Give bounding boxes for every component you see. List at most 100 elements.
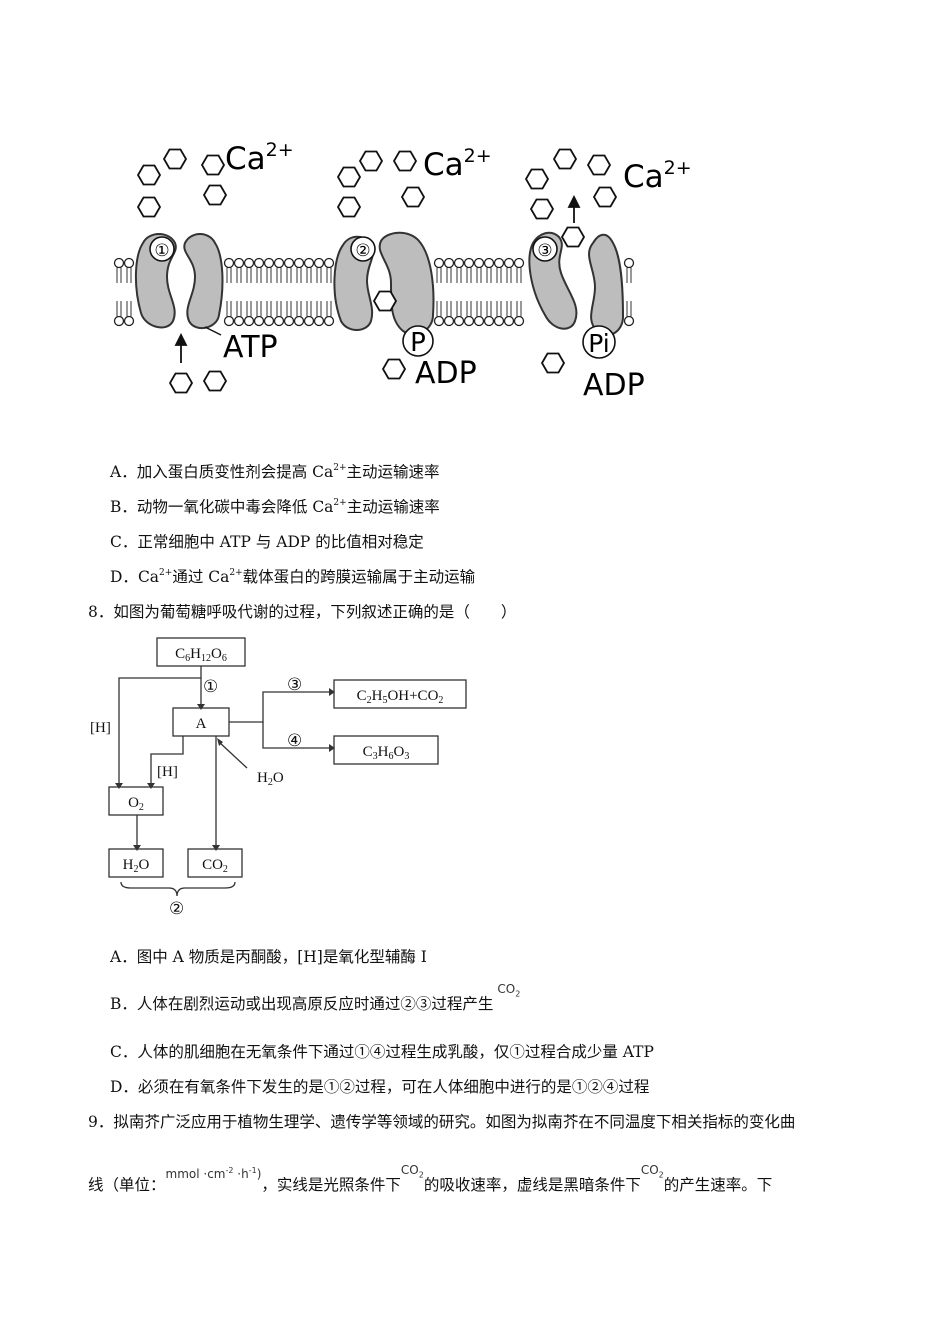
- q8-option-d: D．必须在有氧条件下发生的是①②过程，可在人体细胞中进行的是①②④过程: [110, 1078, 650, 1096]
- ca-ion-hexagon: [560, 226, 586, 248]
- lipid-head: [493, 315, 505, 327]
- q8-stem: 8．如图为葡萄糖呼吸代谢的过程，下列叙述正确的是（ ）: [88, 603, 517, 621]
- ca-ion-hexagon: [392, 150, 418, 172]
- co2-box-label: CO2: [202, 857, 228, 875]
- lipid-head: [443, 315, 455, 327]
- atp-label: ATP: [223, 330, 278, 365]
- h-label-1: [H]: [90, 720, 111, 736]
- lipid-head: [463, 257, 475, 269]
- lipid-head: [253, 257, 265, 269]
- lipid-head: [433, 315, 445, 327]
- ca-ion-hexagon: [400, 186, 426, 208]
- lipid-head: [283, 315, 295, 327]
- lipid-head: [283, 257, 295, 269]
- glucose-label: C6H12O6: [175, 646, 227, 664]
- lipid-head: [253, 315, 265, 327]
- lipid-head: [233, 315, 245, 327]
- svg-text:①: ①: [154, 241, 169, 261]
- ca-ion-hexagon: [336, 196, 362, 218]
- lipid-head: [483, 315, 495, 327]
- svg-text:②: ②: [355, 241, 370, 261]
- phosphate-p: P: [402, 325, 434, 358]
- ca-ion-hexagon: [202, 370, 228, 392]
- step-marker-1: ①: [149, 236, 175, 262]
- svg-text:③: ③: [537, 241, 552, 261]
- ca-ion-hexagon: [372, 290, 398, 312]
- ca-ion-hexagon: [336, 166, 362, 188]
- ca-ion-hexagon: [168, 372, 194, 394]
- ca-ion-hexagon: [136, 196, 162, 218]
- q8-option-b: B．人体在剧烈运动或出现高原反应时通过②③过程产生CO2: [110, 982, 521, 1013]
- lipid-head: [293, 257, 305, 269]
- lipid-head: [443, 257, 455, 269]
- ca-ion-hexagon: [200, 154, 226, 176]
- o2-box-label: O2: [128, 795, 144, 813]
- ca-ion-hexagon: [524, 168, 550, 190]
- arrows: [174, 194, 581, 363]
- step-marker-3: ③: [532, 236, 558, 262]
- lipid-head: [323, 257, 335, 269]
- ca-ion-hexagon: [381, 358, 407, 380]
- lipid-head: [623, 257, 635, 269]
- phospholipid-bilayer: [113, 257, 635, 327]
- calcium-ions: [136, 148, 618, 394]
- lipid-head: [223, 315, 235, 327]
- lipid-head: [463, 315, 475, 327]
- lipid-head: [293, 315, 305, 327]
- carrier-protein-1: [134, 233, 224, 330]
- lipid-head: [113, 315, 125, 327]
- q8-option-c: C．人体的肌细胞在无氧条件下通过①④过程生成乳酸，仅①过程合成少量 ATP: [110, 1043, 654, 1061]
- respiration-diagram: C6H12O6 A O2 H2O CO2 C2H5OH+CO2 C3H6O3 H…: [90, 637, 467, 918]
- lipid-head: [303, 257, 315, 269]
- lipid-head: [273, 315, 285, 327]
- ca-ion-hexagon: [358, 150, 384, 172]
- membrane-transport-figure: ① ② ③ Ca2+ Ca2+ Ca2+ ATP P ADP Pi ADP: [113, 139, 692, 403]
- step-4-label: ④: [287, 731, 302, 750]
- q7-option-d: D．Ca2+通过 Ca2+载体蛋白的跨膜运输属于主动运输: [110, 568, 476, 586]
- adp-label-2: ADP: [415, 356, 477, 391]
- ca-ion-hexagon: [586, 154, 612, 176]
- adp-label-3: ADP: [583, 368, 645, 403]
- lipid-head: [503, 257, 515, 269]
- ca-label-1: Ca2+: [225, 139, 294, 177]
- step-3-label: ③: [287, 675, 302, 694]
- ca-ion-hexagon: [540, 352, 566, 374]
- lipid-head: [233, 257, 245, 269]
- lipid-head: [473, 315, 485, 327]
- lipid-head: [273, 257, 285, 269]
- lipid-head: [313, 315, 325, 327]
- ca-ion-hexagon: [162, 148, 188, 170]
- lipid-head: [433, 257, 445, 269]
- svg-text:Pi: Pi: [588, 329, 609, 358]
- lipid-head: [303, 315, 315, 327]
- lipid-head: [493, 257, 505, 269]
- ca-ion-hexagon: [202, 184, 228, 206]
- q7-option-c: C．正常细胞中 ATP 与 ADP 的比值相对稳定: [110, 533, 424, 551]
- ca-ion-hexagon: [529, 198, 555, 220]
- lipid-head: [263, 257, 275, 269]
- lipid-head: [113, 257, 125, 269]
- q9-stem-line1: 9．拟南芥广泛应用于植物生理学、遗传学等领域的研究。如图为拟南芥在不同温度下相关…: [88, 1113, 796, 1131]
- step-2-label: ②: [169, 899, 184, 918]
- lipid-head: [243, 315, 255, 327]
- ca-ion-hexagon: [136, 164, 162, 186]
- q9-stem-line2: 线（单位：mmol ·cm-2 ·h-1)，实线是光照条件下CO2的吸收速率，虚…: [88, 1163, 773, 1194]
- lipid-head: [483, 257, 495, 269]
- ca-label-3: Ca2+: [623, 157, 692, 195]
- lipid-head: [123, 257, 135, 269]
- q7-option-b: B．动物一氧化碳中毒会降低 Ca2+主动运输速率: [110, 498, 440, 516]
- lipid-head: [453, 257, 465, 269]
- q8-option-a: A．图中 A 物质是丙酮酸，[H]是氧化型辅酶 I: [110, 948, 427, 966]
- lipid-head: [123, 315, 135, 327]
- lipid-head: [623, 315, 635, 327]
- h-label-2: [H]: [157, 764, 178, 780]
- carrier-protein-2: [333, 231, 435, 336]
- substance-a: A: [196, 716, 207, 732]
- lipid-head: [323, 315, 335, 327]
- lactic-acid-label: C3H6O3: [363, 744, 410, 762]
- h2o-box-label: H2O: [123, 857, 150, 875]
- lipid-head: [503, 315, 515, 327]
- step-marker-2: ②: [350, 236, 376, 262]
- water-input-label: H2O: [257, 770, 284, 788]
- step-1-label: ①: [203, 677, 218, 696]
